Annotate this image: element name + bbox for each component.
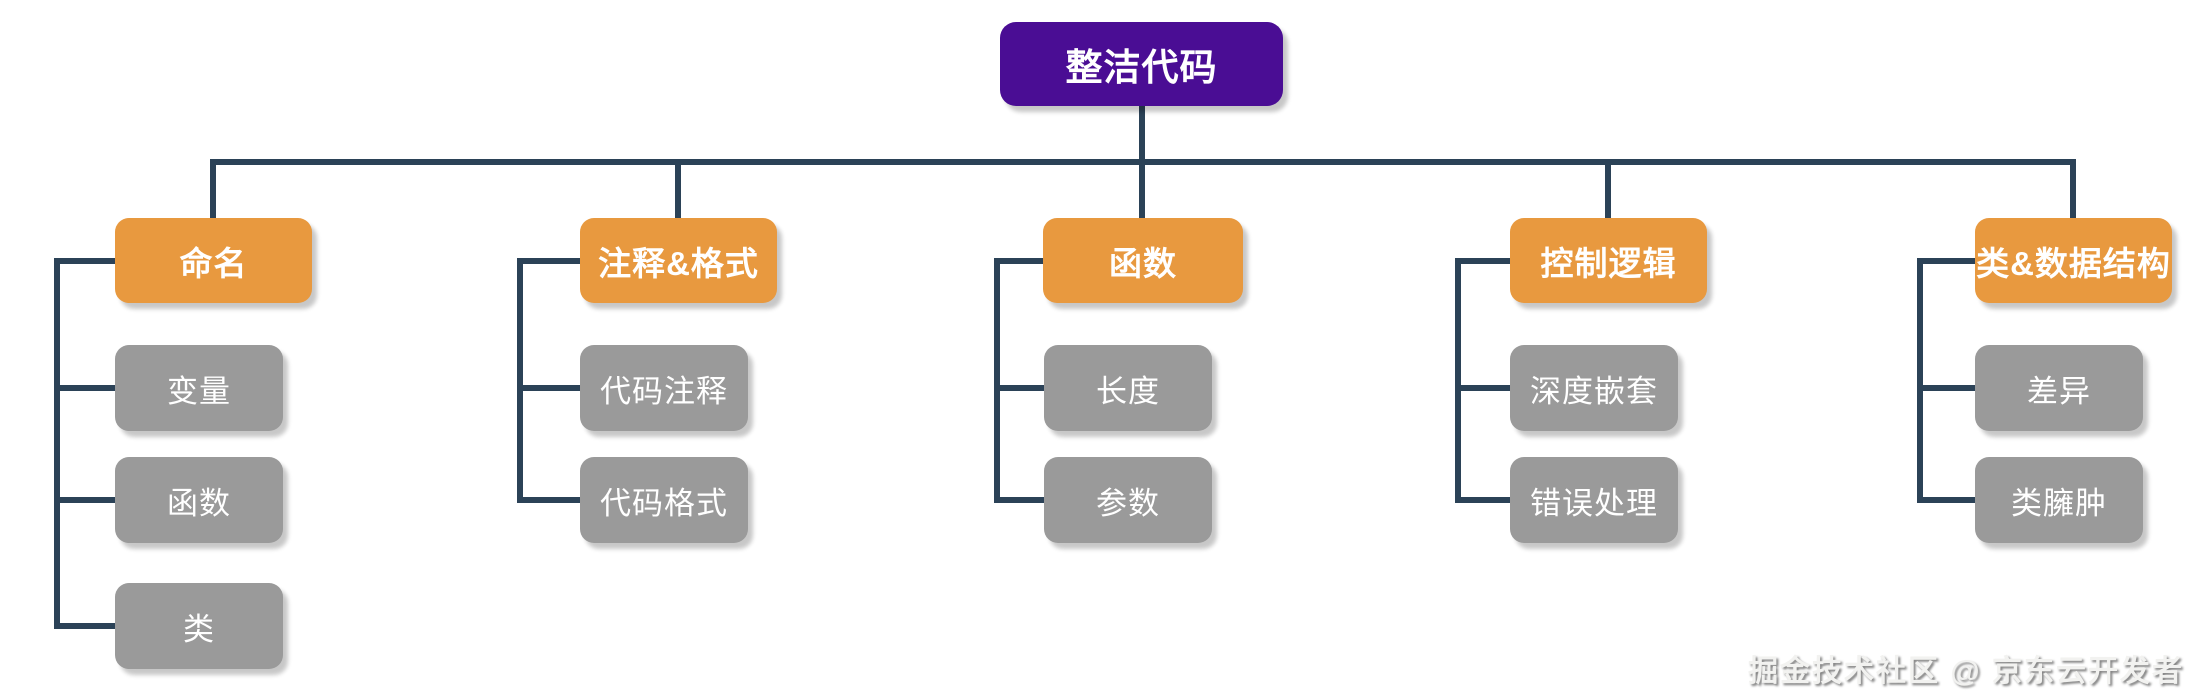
connector-stub — [54, 385, 117, 391]
node-branch-naming: 命名 — [115, 218, 312, 303]
connector-stub — [994, 497, 1046, 503]
connector-stub — [1917, 385, 1977, 391]
node-branch-control-logic: 控制逻辑 — [1510, 218, 1707, 303]
watermark-text: 掘金技术社区 @ 京东云开发者 — [1748, 655, 2184, 688]
connector-spine-naming — [54, 258, 60, 629]
node-child-error-handling: 错误处理 — [1510, 457, 1678, 543]
connector-stub — [517, 497, 582, 503]
connector-stub — [54, 623, 117, 629]
connector-stub — [54, 497, 117, 503]
connector-spine-comments-format — [517, 258, 523, 503]
connector-stub — [1455, 385, 1512, 391]
node-child-difference: 差异 — [1975, 345, 2143, 431]
connector-stub — [517, 258, 582, 264]
connector-drop-control-logic — [1605, 159, 1611, 220]
node-child-functions: 函数 — [115, 457, 283, 543]
node-child-code-comments: 代码注释 — [580, 345, 748, 431]
node-branch-functions: 函数 — [1043, 218, 1243, 303]
connector-drop-classes — [2070, 159, 2076, 220]
connector-stub — [517, 385, 582, 391]
connector-stub — [994, 258, 1046, 264]
node-branch-comments-format: 注释&格式 — [580, 218, 777, 303]
connector-stub — [54, 258, 117, 264]
connector-stub — [1917, 258, 1977, 264]
node-branch-classes-data-structures: 类&数据结构 — [1975, 218, 2172, 303]
node-child-parameters: 参数 — [1044, 457, 1212, 543]
connector-spine-classes — [1917, 258, 1923, 503]
connector-drop-functions — [1139, 159, 1145, 220]
connector-stub — [1455, 497, 1512, 503]
node-child-deep-nesting: 深度嵌套 — [1510, 345, 1678, 431]
connector-spine-control-logic — [1455, 258, 1461, 503]
node-child-variables: 变量 — [115, 345, 283, 431]
connector-spine-functions — [994, 258, 1000, 503]
node-child-classes: 类 — [115, 583, 283, 669]
connector-stub — [994, 385, 1046, 391]
connector-stub — [1917, 497, 1977, 503]
connector-drop-comments-format — [675, 159, 681, 220]
connector-stub — [1455, 258, 1512, 264]
node-child-length: 长度 — [1044, 345, 1212, 431]
connector-root-trunk — [1139, 104, 1145, 162]
connector-drop-naming — [210, 159, 216, 220]
node-child-code-format: 代码格式 — [580, 457, 748, 543]
node-child-class-bloat: 类臃肿 — [1975, 457, 2143, 543]
node-root-clean-code: 整洁代码 — [1000, 22, 1283, 106]
